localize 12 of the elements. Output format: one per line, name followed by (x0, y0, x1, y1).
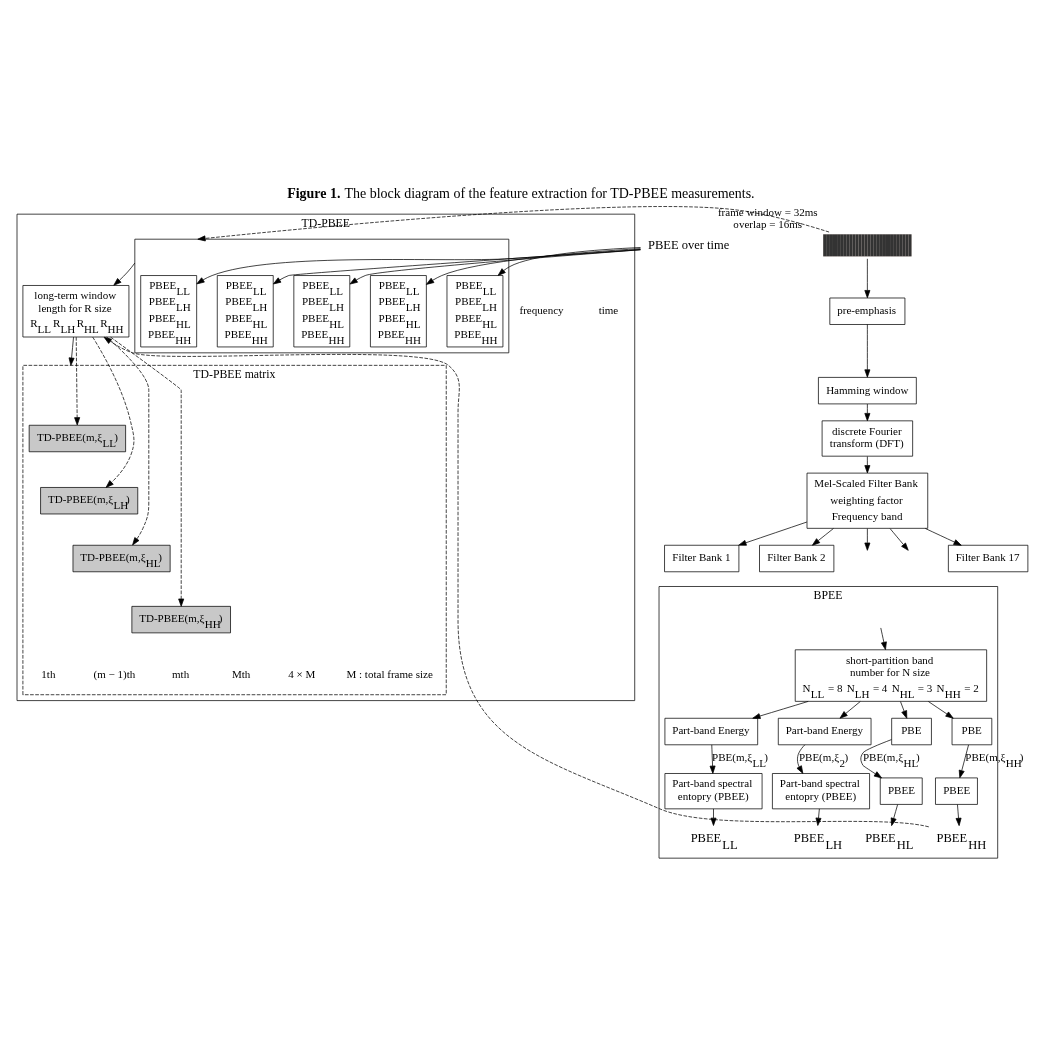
label: 1th (41, 667, 56, 680)
label: Mth (232, 667, 251, 680)
label: mth (171, 667, 190, 680)
diagram-title: Figure 1. The block diagram of the feature extraction for TD-PBEE measurements. (287, 185, 755, 201)
label: time (598, 303, 619, 316)
label: frequency (519, 303, 564, 316)
node-text: PBEE over time (647, 237, 730, 252)
label: 4 × M (288, 667, 316, 680)
label: (m − 1)th (93, 667, 136, 680)
label: M : total frame size (346, 667, 433, 680)
node-label: frame window = 32ms (717, 205, 818, 218)
node-label: overlap = 16ms (733, 217, 803, 230)
